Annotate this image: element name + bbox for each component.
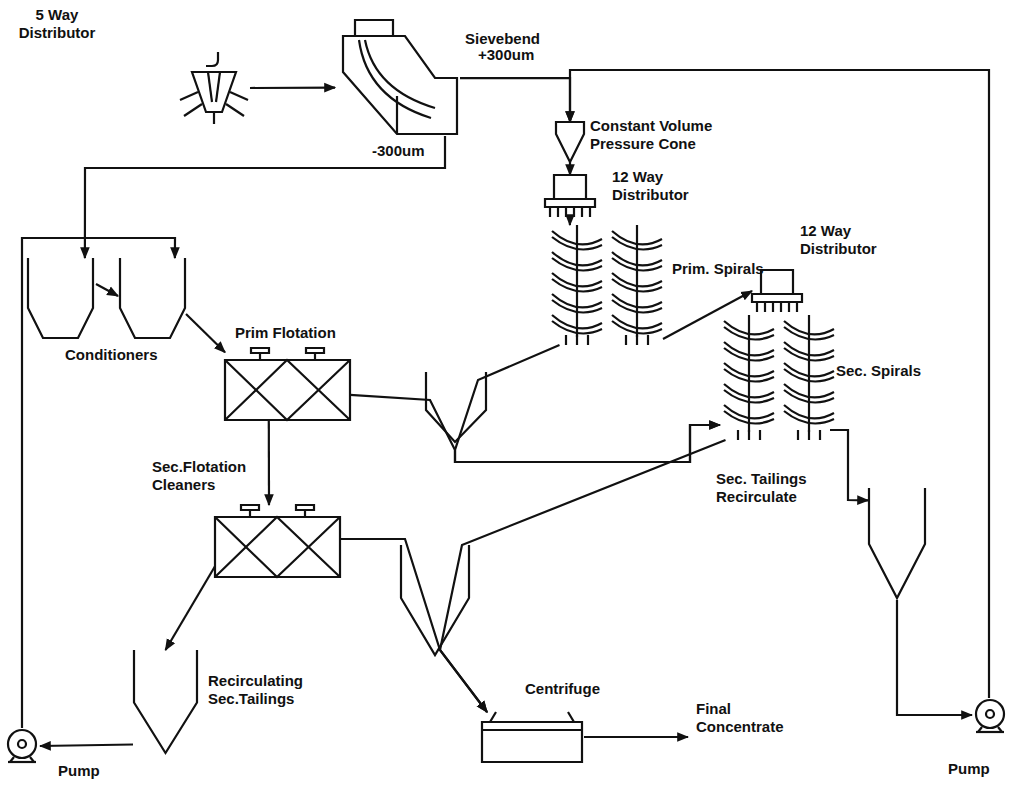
- unit-label: Sec.Flotation Cleaners: [152, 458, 262, 494]
- distributor-icon: [178, 52, 250, 124]
- size-label: +300um: [476, 46, 536, 64]
- sump-icon: [133, 650, 198, 755]
- flow-arrow: [570, 70, 989, 698]
- size-label: -300um: [370, 142, 427, 160]
- pressure-cone-icon: [556, 122, 584, 162]
- flotation-cell-icon: [225, 348, 350, 420]
- unit-label: 12 Way Distributor: [800, 222, 900, 258]
- flow-arrow: [350, 395, 720, 462]
- distributor-icon: [545, 175, 595, 217]
- flow-arrow: [830, 430, 868, 500]
- unit-label: Pump: [948, 760, 990, 778]
- unit-label: 5 Way Distributor: [2, 6, 112, 42]
- flow-arrow: [460, 78, 570, 122]
- unit-label: Prim Flotation: [235, 324, 336, 342]
- conditioner-tanks-icon: [28, 258, 186, 338]
- flow-arrow: [455, 345, 720, 462]
- spirals: Prim. Spirals: [548, 225, 663, 345]
- flotation-cell: Sec.Flotation Cleaners: [215, 505, 340, 573]
- sump: Sec. Tailings Recirculate: [868, 488, 926, 600]
- unit-label: Centrifuge: [525, 680, 600, 698]
- pump-icon: [972, 698, 1006, 732]
- product-arrow: [584, 736, 688, 738]
- sievebend-icon: [335, 18, 460, 136]
- flow-arrow: [186, 314, 225, 352]
- distributor-icon: [752, 270, 802, 312]
- unit-label: Sec. Spirals: [836, 362, 921, 380]
- pump-icon: [4, 728, 40, 764]
- pump: Pump: [4, 728, 40, 764]
- distributor: 12 Way Distributor: [752, 270, 802, 312]
- product-label: Final Concentrate: [696, 700, 806, 736]
- unit-label: Prim. Spirals: [672, 260, 764, 278]
- centrifuge: Centrifuge: [482, 712, 582, 762]
- distributor: 5 Way Distributor: [178, 52, 250, 124]
- flow-arrow: [166, 566, 216, 650]
- spirals-icon: [720, 315, 830, 440]
- pressure-cone: Constant Volume Pressure Cone: [556, 122, 584, 162]
- spirals-icon: [548, 225, 663, 345]
- centrifuge-icon: [482, 712, 582, 762]
- conditioner-tanks: Conditioners: [28, 258, 186, 338]
- flow-arrow: [85, 136, 445, 258]
- unit-label: 12 Way Distributor: [612, 168, 707, 204]
- flow-arrow: [340, 539, 487, 712]
- flotation-cell-icon: [215, 505, 340, 573]
- flow-arrow: [40, 745, 133, 747]
- flow-arrow: [440, 440, 726, 712]
- transfer-arrow: [96, 284, 118, 296]
- flotation-cell: Prim Flotation: [225, 348, 350, 420]
- spirals: Sec. Spirals: [720, 315, 830, 440]
- unit-label: Recirculating Sec.Tailings: [208, 672, 326, 708]
- flow-arrow: [268, 420, 270, 505]
- flow-arrow: [250, 86, 335, 89]
- unit-label: Pump: [58, 762, 100, 780]
- sump: Recirculating Sec.Tailings: [133, 650, 198, 755]
- sump-icon: [868, 488, 926, 600]
- pump: Pump: [972, 698, 1006, 732]
- distributor: 12 Way Distributor: [545, 175, 595, 217]
- flow-arrow: [897, 600, 972, 715]
- sievebend: Sievebend: [335, 18, 460, 136]
- unit-label: Sec. Tailings Recirculate: [716, 470, 826, 506]
- flow-arrow: [569, 217, 571, 225]
- unit-label: Constant Volume Pressure Cone: [590, 117, 725, 153]
- unit-label: Conditioners: [65, 346, 158, 364]
